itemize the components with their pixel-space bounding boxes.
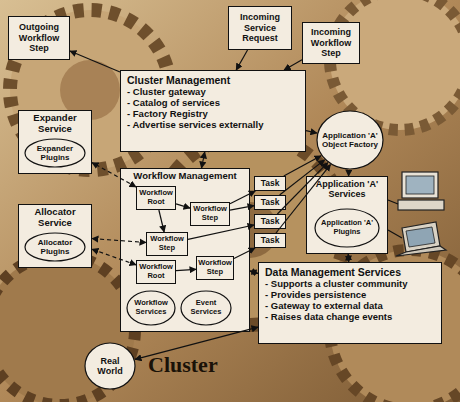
node-text: Task — [261, 179, 280, 189]
node-text: Workflow Root — [139, 263, 173, 280]
node-text: Workflow Step — [149, 235, 185, 252]
connector-arrow — [234, 248, 255, 259]
node-text: - Raises data change events — [265, 312, 392, 323]
connector-arrow — [284, 60, 302, 70]
process-box: Task — [254, 195, 286, 210]
node-text: Allocator Service — [22, 207, 88, 229]
ellipse-shape — [25, 233, 85, 261]
process-box: Cluster Management- Cluster gateway- Cat… — [120, 70, 306, 152]
connector-arrow — [92, 163, 136, 187]
process-box: Task — [254, 176, 286, 191]
ellipse-node: Expander Plugins — [24, 138, 86, 168]
node-text: Workflow Root — [139, 189, 173, 206]
ellipse-node: Application 'A' Object Factory — [316, 110, 384, 170]
cluster-label: Cluster — [148, 352, 218, 378]
node-text: - Cluster gateway — [127, 87, 206, 98]
process-box: Incoming Workflow Step — [302, 22, 360, 64]
ellipse-shape — [181, 291, 231, 325]
connector-arrow — [280, 160, 325, 195]
connector-arrow — [92, 249, 136, 265]
connector-arrow — [188, 225, 254, 239]
node-text: Allocator Plugins — [30, 238, 80, 256]
process-box: Outgoing Workflow Step — [8, 16, 70, 60]
process-box: Workflow ManagementWorkflow RootWorkflow… — [120, 168, 250, 332]
connector-arrow — [159, 210, 164, 232]
node-text: - Advertise services externally — [127, 120, 263, 131]
ellipse-shape — [127, 291, 175, 325]
connector-arrow — [236, 50, 247, 70]
node-text: Workflow Services — [132, 299, 170, 316]
connector-arrow — [230, 191, 255, 204]
connector-arrow — [92, 239, 146, 243]
process-box: Workflow Step — [190, 202, 230, 226]
connector-arrow — [70, 51, 120, 72]
process-box: Expander ServiceExpander Plugins — [18, 110, 92, 174]
node-text: Incoming Workflow Step — [305, 27, 357, 58]
ellipse-node: Real World — [84, 342, 136, 390]
node-text: Task — [261, 198, 280, 208]
leader-line — [388, 230, 402, 238]
node-text: Real World — [90, 356, 130, 377]
gear — [0, 255, 135, 402]
node-text: Task — [261, 217, 280, 227]
process-box: Data Management Services- Supports a clu… — [258, 262, 442, 344]
leader-line — [388, 200, 398, 204]
ellipse-node: Application 'A' Plugins — [314, 208, 380, 248]
node-text: - Factory Registry — [127, 109, 208, 120]
connector-arrow — [277, 163, 327, 214]
connector-arrow — [348, 254, 349, 262]
node-text: Task — [261, 236, 280, 246]
node-text: Workflow Step — [198, 259, 232, 276]
process-box: Task — [254, 214, 286, 229]
process-box: Allocator ServiceAllocator Plugins — [18, 204, 92, 268]
connector-arrow — [284, 156, 321, 176]
process-box: Workflow Step — [196, 256, 234, 280]
laptop-computer — [396, 222, 446, 256]
ellipse-node: Event Services — [180, 290, 232, 326]
node-text: Expander Service — [22, 113, 88, 135]
connector-arrow — [230, 206, 254, 211]
connector-arrow — [306, 131, 317, 133]
ellipse-shape — [315, 209, 379, 247]
connector-arrow — [176, 204, 190, 208]
connector-arrow — [135, 327, 258, 359]
connector-arrow — [276, 165, 330, 233]
process-box: Workflow Root — [136, 260, 176, 284]
connector-arrow — [348, 170, 349, 176]
process-box: Workflow Root — [136, 186, 176, 210]
process-box: Incoming Service Request — [228, 6, 292, 50]
node-heading: Data Management Services — [265, 266, 401, 278]
node-text: Event Services — [186, 299, 226, 316]
node-text: Expander Plugins — [30, 144, 80, 162]
node-text: Outgoing Workflow Step — [11, 22, 67, 53]
process-box: Task — [254, 233, 286, 248]
node-text: Workflow Step — [193, 205, 227, 222]
connector-arrow — [176, 269, 196, 270]
ellipse-shape — [317, 111, 383, 169]
ellipse-shape — [25, 139, 85, 167]
desktop-computer — [398, 172, 444, 210]
node-text: - Supports a cluster community — [265, 279, 408, 290]
node-text: Application 'A' Object Factory — [322, 131, 378, 149]
process-box: Application 'A' ServicesApplication 'A' … — [306, 176, 388, 254]
node-heading: Cluster Management — [127, 74, 230, 86]
ellipse-shape — [85, 343, 135, 389]
node-text: Application 'A' Services — [310, 179, 384, 200]
node-text: Workflow Management — [133, 171, 236, 182]
connector-arrow — [202, 152, 205, 168]
node-text: Incoming Service Request — [231, 12, 289, 43]
node-text: - Provides persistence — [265, 290, 366, 301]
node-text: - Gateway to external data — [265, 301, 383, 312]
node-text: - Catalog of services — [127, 98, 220, 109]
process-box: Workflow Step — [146, 232, 188, 256]
connector-arrow — [250, 271, 258, 274]
ellipse-node: Allocator Plugins — [24, 232, 86, 262]
ellipse-node: Workflow Services — [126, 290, 176, 326]
node-text: Application 'A' Plugins — [320, 219, 374, 236]
